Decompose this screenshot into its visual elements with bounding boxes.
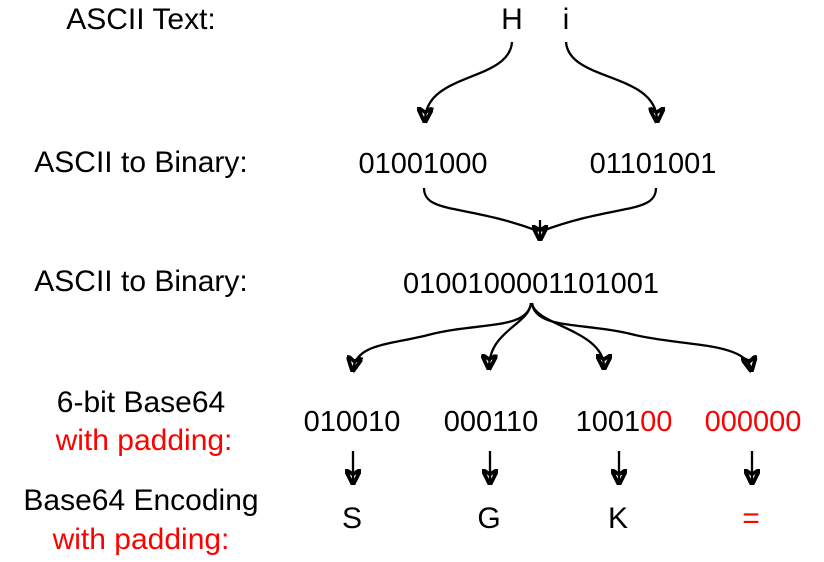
group-2-bits: 000110: [443, 406, 539, 438]
arrow-split-group2: [489, 302, 533, 367]
base64-group-4: 000000: [705, 404, 802, 440]
arrow-merge-right: [541, 187, 658, 233]
arrow-h-to-byte1: [425, 41, 514, 120]
base64-group-3: 100100: [576, 404, 673, 440]
arrow-i-to-byte2: [564, 41, 657, 120]
base64-char-4-padding: =: [742, 502, 760, 535]
group-3-bits: 1001: [575, 406, 641, 438]
binary-byte-1: 01001000: [358, 148, 488, 180]
ascii-char-i: i: [562, 3, 570, 36]
binary-combined: 0100100001101001: [403, 268, 659, 300]
base64-char-1: S: [341, 502, 363, 535]
base64-char-3: K: [607, 502, 629, 535]
arrow-split-group1: [353, 302, 533, 369]
base64-char-2: G: [477, 502, 501, 535]
label-6bit-base64: 6-bit Base64: [56, 386, 226, 419]
base64-group-1: 010010: [304, 404, 401, 440]
label-base64-with-padding: with padding:: [52, 523, 230, 556]
label-ascii-to-binary-2: ASCII to Binary:: [34, 265, 248, 298]
group-3-padding-bits: 00: [640, 406, 673, 438]
label-ascii-text: ASCII Text:: [66, 3, 216, 36]
arrow-merge-left: [422, 187, 539, 233]
arrow-split-group3: [530, 302, 604, 367]
ascii-char-h: H: [501, 3, 523, 36]
label-ascii-to-binary-1: ASCII to Binary:: [34, 146, 248, 179]
binary-byte-2: 01101001: [589, 148, 717, 180]
label-base64-encoding: Base64 Encoding: [23, 484, 259, 517]
group-4-padding-bits: 000000: [704, 406, 802, 438]
base64-group-2: 000110: [444, 404, 539, 440]
arrow-split-group4: [530, 302, 751, 369]
group-1-bits: 010010: [303, 406, 401, 438]
label-6bit-with-padding: with padding:: [55, 424, 233, 457]
